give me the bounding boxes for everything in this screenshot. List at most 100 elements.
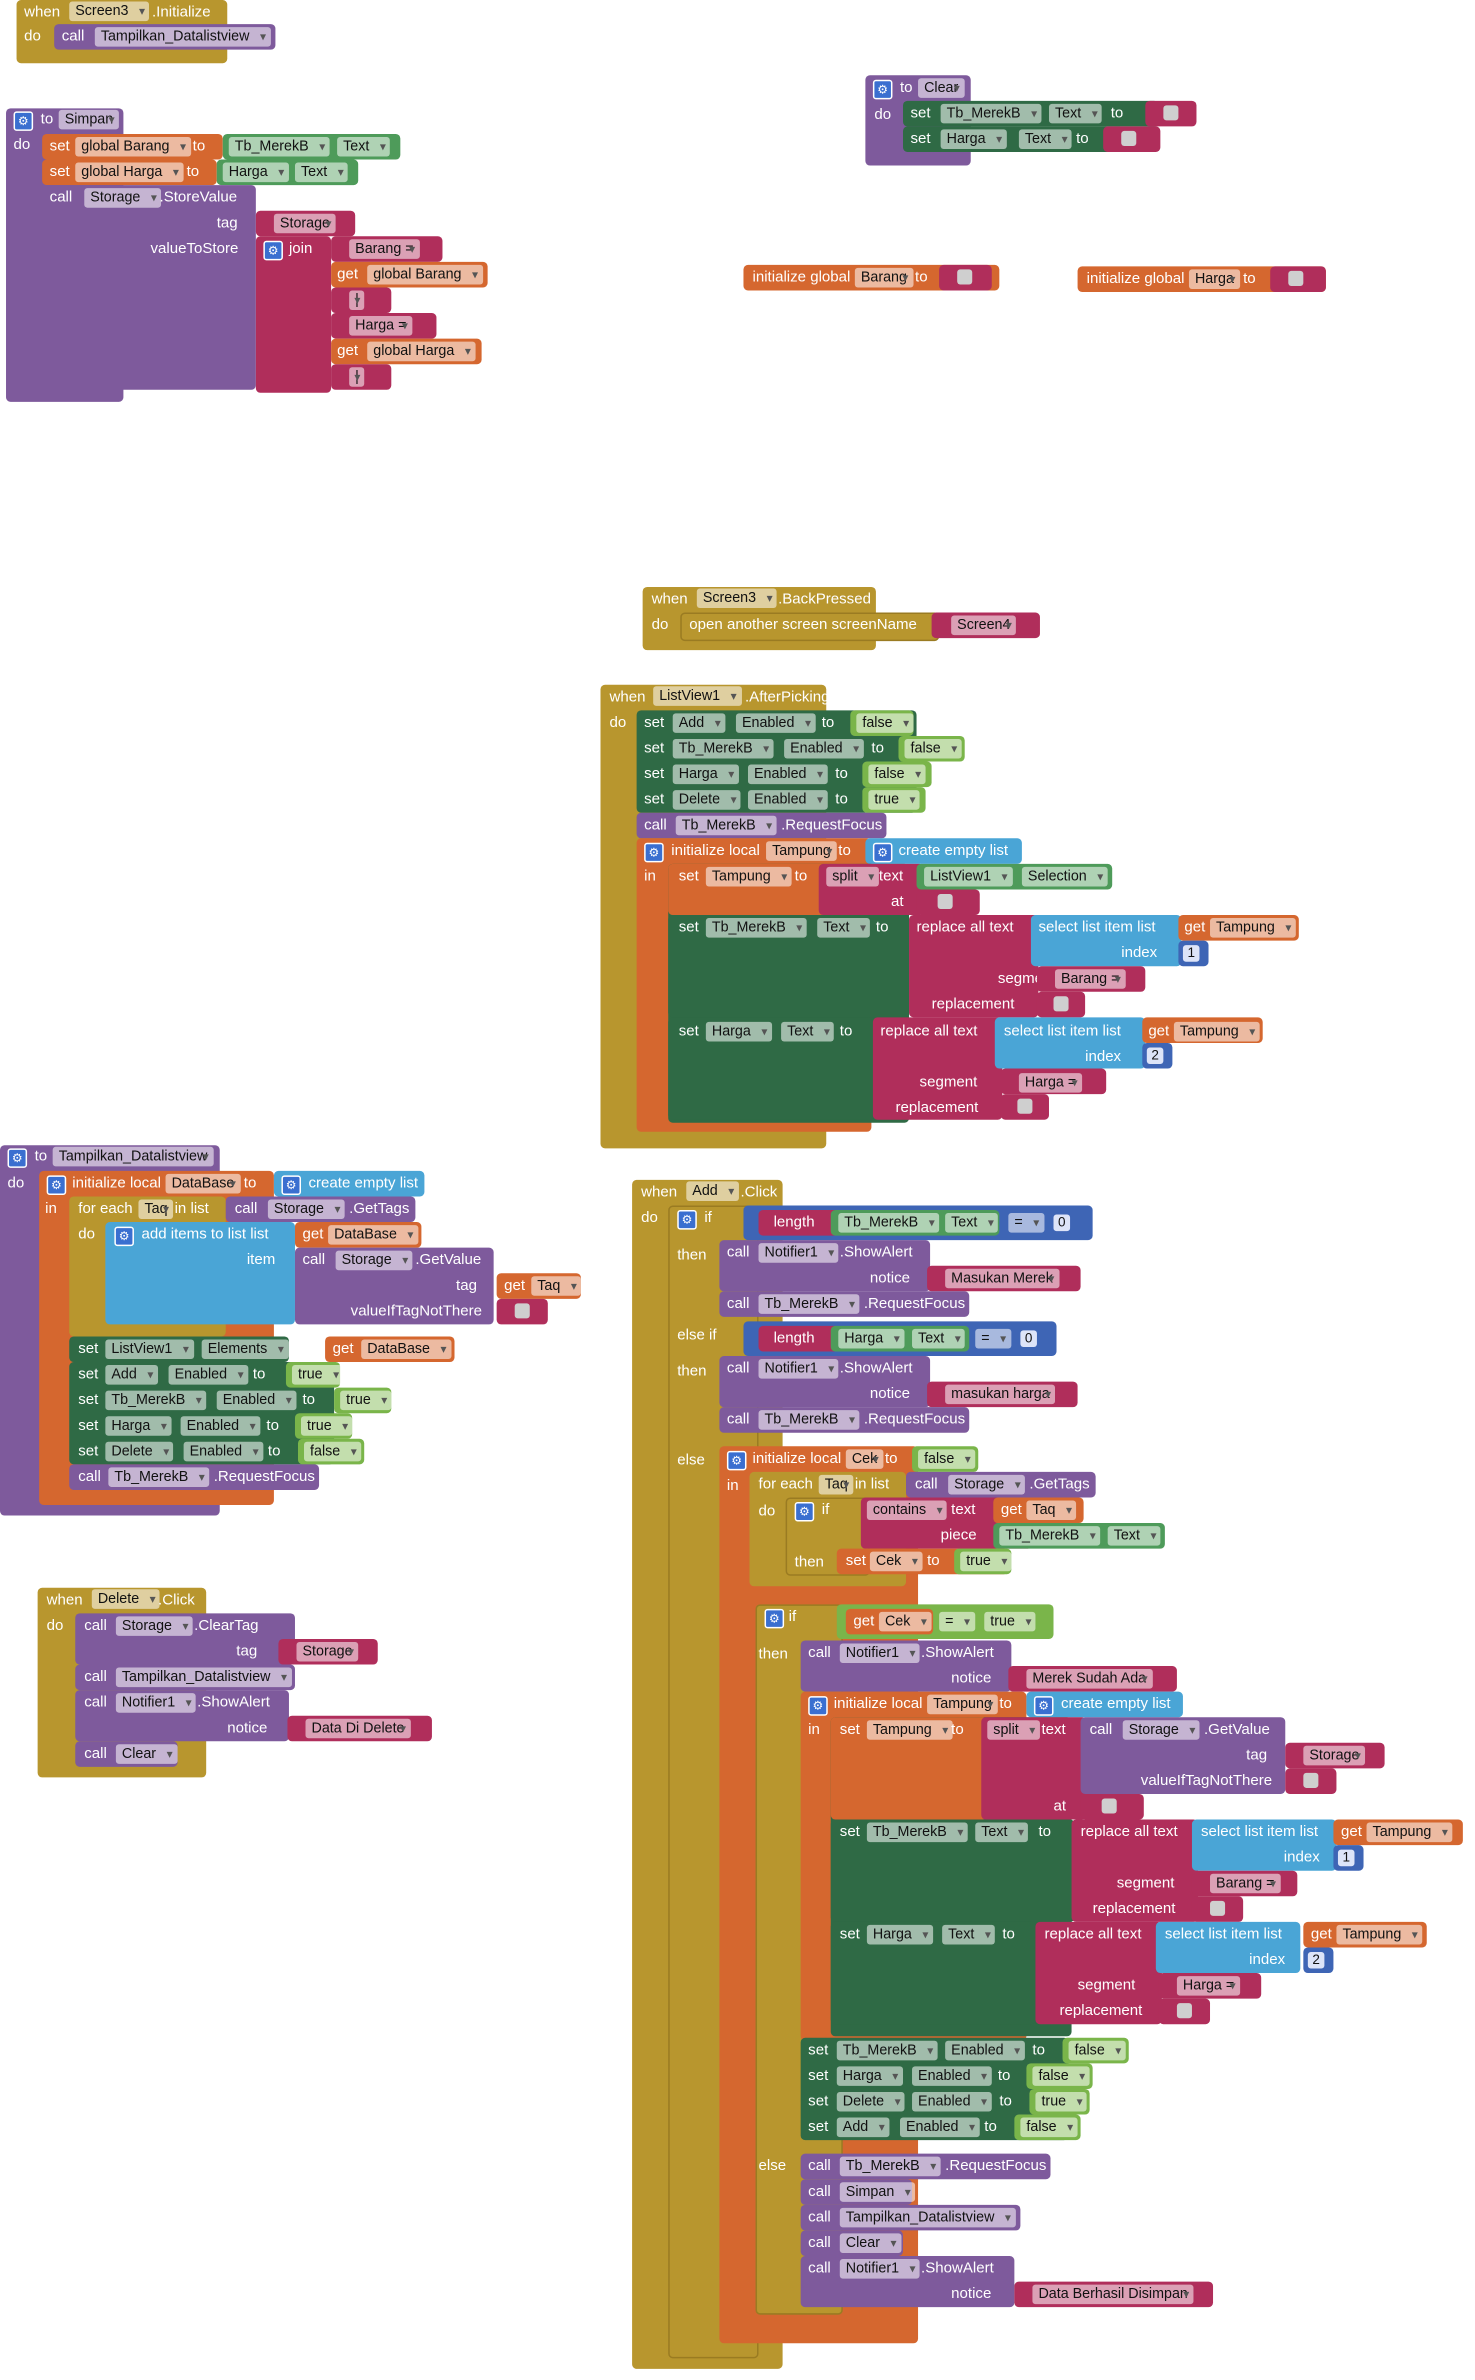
- component-dropdown[interactable]: Tb_MerekB: [758, 1294, 860, 1314]
- var-name[interactable]: Harga: [1188, 269, 1240, 289]
- property-dropdown[interactable]: Enabled: [784, 738, 864, 759]
- empty-text[interactable]: [957, 269, 973, 285]
- empty-text[interactable]: [1163, 105, 1179, 121]
- component-dropdown[interactable]: Harga: [866, 1924, 933, 1945]
- number-literal[interactable]: 0: [1053, 1214, 1071, 1232]
- local-dropdown[interactable]: Tampung: [705, 866, 792, 887]
- component-dropdown[interactable]: Tb_MerekB: [758, 1410, 860, 1430]
- component-dropdown[interactable]: Add: [836, 2117, 890, 2138]
- text-literal[interactable]: Masukan Merek: [945, 1268, 1059, 1289]
- empty-text[interactable]: [1017, 1098, 1033, 1114]
- component-dropdown[interactable]: Add: [686, 1181, 739, 1201]
- gear-icon[interactable]: ⚙: [794, 1501, 815, 1522]
- component-dropdown[interactable]: Storage: [948, 1474, 1026, 1495]
- screen-dropdown[interactable]: Screen3: [69, 1, 150, 22]
- proc-dropdown[interactable]: Clear: [115, 1744, 178, 1764]
- property-dropdown[interactable]: Enabled: [183, 1441, 264, 1462]
- screen-name-text[interactable]: Screen4: [951, 615, 1017, 636]
- component-dropdown[interactable]: Storage: [84, 188, 162, 208]
- number-literal[interactable]: 2: [1146, 1047, 1164, 1065]
- component-dropdown[interactable]: ListView1: [653, 686, 742, 706]
- gear-icon[interactable]: ⚙: [7, 1148, 28, 1168]
- gear-icon[interactable]: ⚙: [764, 1608, 785, 1629]
- proc-name[interactable]: Tampilkan_Datalistview: [52, 1146, 214, 1167]
- tag-text[interactable]: Storage: [273, 213, 337, 234]
- compare-dropdown[interactable]: =: [939, 1611, 975, 1632]
- gear-icon[interactable]: ⚙: [1033, 1696, 1054, 1716]
- property-dropdown[interactable]: Text: [942, 1924, 996, 1945]
- proc-dropdown[interactable]: Tampilkan_Datalistview: [839, 2207, 1016, 2228]
- property-dropdown[interactable]: Enabled: [216, 1390, 297, 1411]
- component-dropdown[interactable]: Delete: [672, 790, 742, 810]
- empty-text[interactable]: [1288, 270, 1304, 286]
- property-dropdown[interactable]: Enabled: [747, 764, 828, 785]
- number-literal[interactable]: 0: [1020, 1330, 1037, 1347]
- component-dropdown[interactable]: Tb_MerekB: [672, 738, 774, 759]
- component-dropdown[interactable]: Harga: [940, 129, 1007, 149]
- gear-icon[interactable]: ⚙: [13, 111, 34, 131]
- local-dropdown[interactable]: Tampung: [866, 1720, 953, 1740]
- component-dropdown[interactable]: Harga: [222, 162, 289, 183]
- bool-dropdown[interactable]: false: [1020, 2117, 1078, 2138]
- bool-dropdown[interactable]: true: [984, 1611, 1037, 1632]
- gear-icon[interactable]: ⚙: [114, 1226, 134, 1247]
- text-literal[interactable]: Data Di Delete: [305, 1718, 411, 1739]
- property-dropdown[interactable]: Text: [817, 918, 871, 938]
- bool-dropdown[interactable]: true: [868, 790, 921, 810]
- component-dropdown[interactable]: Tb_MerekB: [108, 1467, 210, 1487]
- property-dropdown[interactable]: Text: [1018, 129, 1073, 149]
- component-dropdown[interactable]: Harga: [705, 1021, 772, 1042]
- component-dropdown[interactable]: Notifier1: [115, 1693, 197, 1713]
- bool-dropdown[interactable]: false: [904, 738, 962, 759]
- property-dropdown[interactable]: Text: [1048, 103, 1103, 124]
- empty-text[interactable]: [937, 893, 953, 910]
- proc-dropdown[interactable]: Simpan: [839, 2182, 916, 2202]
- var-dropdown[interactable]: global Barang: [367, 264, 483, 285]
- number-literal[interactable]: 1: [1337, 1849, 1355, 1867]
- bool-dropdown[interactable]: false: [856, 713, 914, 733]
- text-literal[interactable]: masukan harga: [945, 1384, 1056, 1405]
- component-dropdown[interactable]: Notifier1: [758, 1243, 839, 1263]
- bool-dropdown[interactable]: true: [291, 1365, 344, 1385]
- local-dropdown[interactable]: Cek: [869, 1551, 923, 1572]
- component-dropdown[interactable]: Harga: [836, 2066, 903, 2086]
- local-name[interactable]: Cek: [845, 1449, 884, 1469]
- gear-icon[interactable]: ⚙: [726, 1450, 747, 1471]
- text-literal[interactable]: Barang =: [1210, 1873, 1281, 1894]
- bool-dropdown[interactable]: true: [1035, 2091, 1088, 2112]
- empty-text[interactable]: [1121, 130, 1137, 146]
- gear-icon[interactable]: ⚙: [46, 1175, 67, 1195]
- contains-dropdown[interactable]: contains: [866, 1500, 948, 1521]
- property-dropdown[interactable]: Enabled: [168, 1365, 249, 1385]
- component-dropdown[interactable]: Tb_MerekB: [839, 2156, 941, 2177]
- gear-icon[interactable]: ⚙: [677, 1210, 697, 1230]
- var-dropdown[interactable]: global Harga: [75, 162, 184, 183]
- component-dropdown[interactable]: Tb_MerekB: [705, 918, 807, 938]
- property-dropdown[interactable]: Text: [945, 1213, 999, 1233]
- screen-dropdown[interactable]: Screen3: [696, 588, 778, 609]
- property-dropdown[interactable]: Enabled: [945, 2040, 1025, 2061]
- component-dropdown[interactable]: Delete: [105, 1441, 174, 1462]
- proc-name[interactable]: Clear: [918, 78, 965, 98]
- var-dropdown[interactable]: Taq: [1026, 1500, 1077, 1521]
- component-dropdown[interactable]: Tb_MerekB: [940, 103, 1042, 124]
- property-dropdown[interactable]: Enabled: [899, 2117, 980, 2138]
- component-dropdown[interactable]: Harga: [672, 764, 739, 785]
- var-dropdown[interactable]: global Barang: [75, 136, 191, 157]
- component-dropdown[interactable]: Add: [105, 1365, 158, 1385]
- property-dropdown[interactable]: Text: [294, 162, 349, 183]
- component-dropdown[interactable]: Tb_MerekB: [999, 1526, 1101, 1546]
- gear-icon[interactable]: ⚙: [872, 842, 893, 863]
- property-dropdown[interactable]: Enabled: [180, 1416, 261, 1436]
- empty-text[interactable]: [1101, 1798, 1117, 1814]
- component-dropdown[interactable]: Storage: [335, 1250, 413, 1271]
- text-literal[interactable]: Harga =: [1176, 1976, 1241, 1996]
- property-dropdown[interactable]: Text: [337, 136, 391, 157]
- local-name[interactable]: Tampung: [927, 1694, 998, 1715]
- bool-dropdown[interactable]: false: [1068, 2040, 1126, 2061]
- var-name[interactable]: Barang: [854, 267, 913, 288]
- var-dropdown[interactable]: Tampung: [1210, 918, 1296, 938]
- gear-icon[interactable]: ⚙: [281, 1175, 301, 1195]
- text-literal[interactable]: Barang =: [349, 239, 420, 259]
- loop-var[interactable]: Taq: [138, 1199, 174, 1220]
